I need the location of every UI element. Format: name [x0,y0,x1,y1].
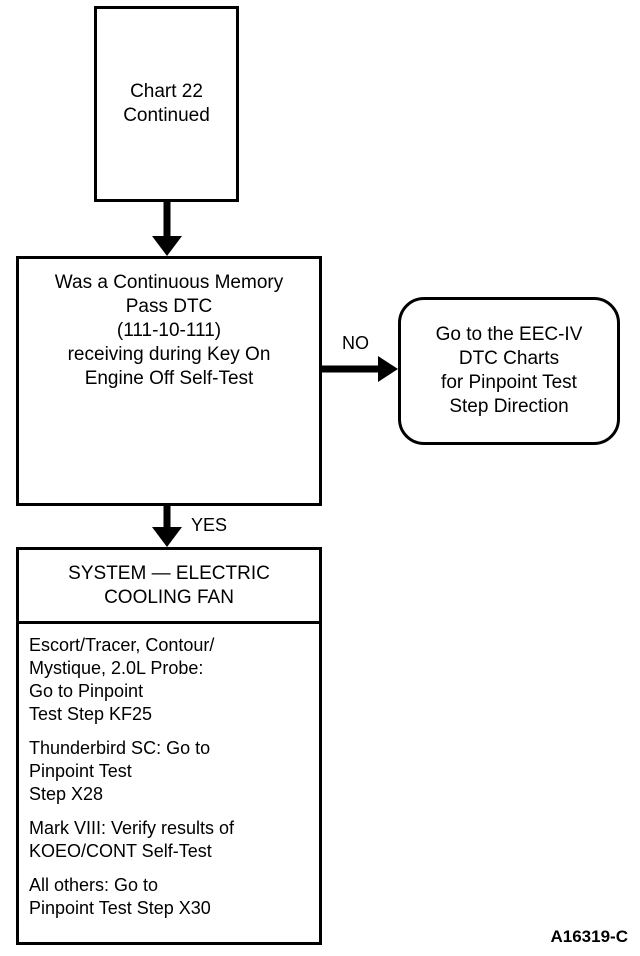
item-line: Test Step KF25 [29,704,153,724]
arrow-start-to-decision [152,200,182,256]
item-line: Pinpoint Test Step X30 [29,898,211,918]
arrow-decision-to-no-action [319,356,398,382]
decision-line: Engine Off Self-Test [84,368,254,389]
item-line: Mark VIII: Verify results of [29,818,235,838]
no-action-box: Go to the EEC-IV DTC Charts for Pinpoint… [398,297,620,445]
start-line: Chart 22 [130,81,203,102]
item-line: Escort/Tracer, Contour/ [29,635,215,655]
item-line: Thunderbird SC: Go to [29,738,211,758]
decision-line: receiving during Key On [67,344,271,365]
item-line: All others: Go to [29,875,159,895]
system-item: Thunderbird SC: Go to Pinpoint Test Step… [29,737,309,806]
yes-label: YES [191,515,228,535]
system-title-line: SYSTEM — ELECTRIC [68,562,270,584]
arrow-decision-to-system [152,504,182,547]
no-action-line: for Pinpoint Test [441,372,577,393]
no-action-line: Step Direction [449,396,569,417]
item-line: Step X28 [29,784,104,804]
decision-line: (111-10-111) [116,320,222,341]
item-line: KOEO/CONT Self-Test [29,841,212,861]
system-title-line: COOLING FAN [104,586,234,608]
figure-id: A16319-C [550,927,629,946]
system-item: Escort/Tracer, Contour/ Mystique, 2.0L P… [29,634,309,726]
system-box: SYSTEM — ELECTRIC COOLING FAN Escort/Tra… [16,547,322,945]
decision-line: Was a Continuous Memory [54,272,284,293]
start-line: Continued [123,105,210,126]
decision-box: Was a Continuous Memory Pass DTC (111-10… [16,256,322,506]
decision-line: Pass DTC [125,296,213,317]
system-header: SYSTEM — ELECTRIC COOLING FAN [19,550,319,624]
item-line: Pinpoint Test [29,761,132,781]
no-action-line: DTC Charts [458,348,560,369]
system-item: Mark VIII: Verify results of KOEO/CONT S… [29,817,309,863]
item-line: Go to Pinpoint [29,681,144,701]
no-label: NO [342,333,369,353]
no-action-line: Go to the EEC-IV [435,324,583,345]
item-line: Mystique, 2.0L Probe: [29,658,204,678]
start-box: Chart 22 Continued [94,6,239,202]
system-items: Escort/Tracer, Contour/ Mystique, 2.0L P… [19,624,319,920]
system-item: All others: Go to Pinpoint Test Step X30 [29,874,309,920]
